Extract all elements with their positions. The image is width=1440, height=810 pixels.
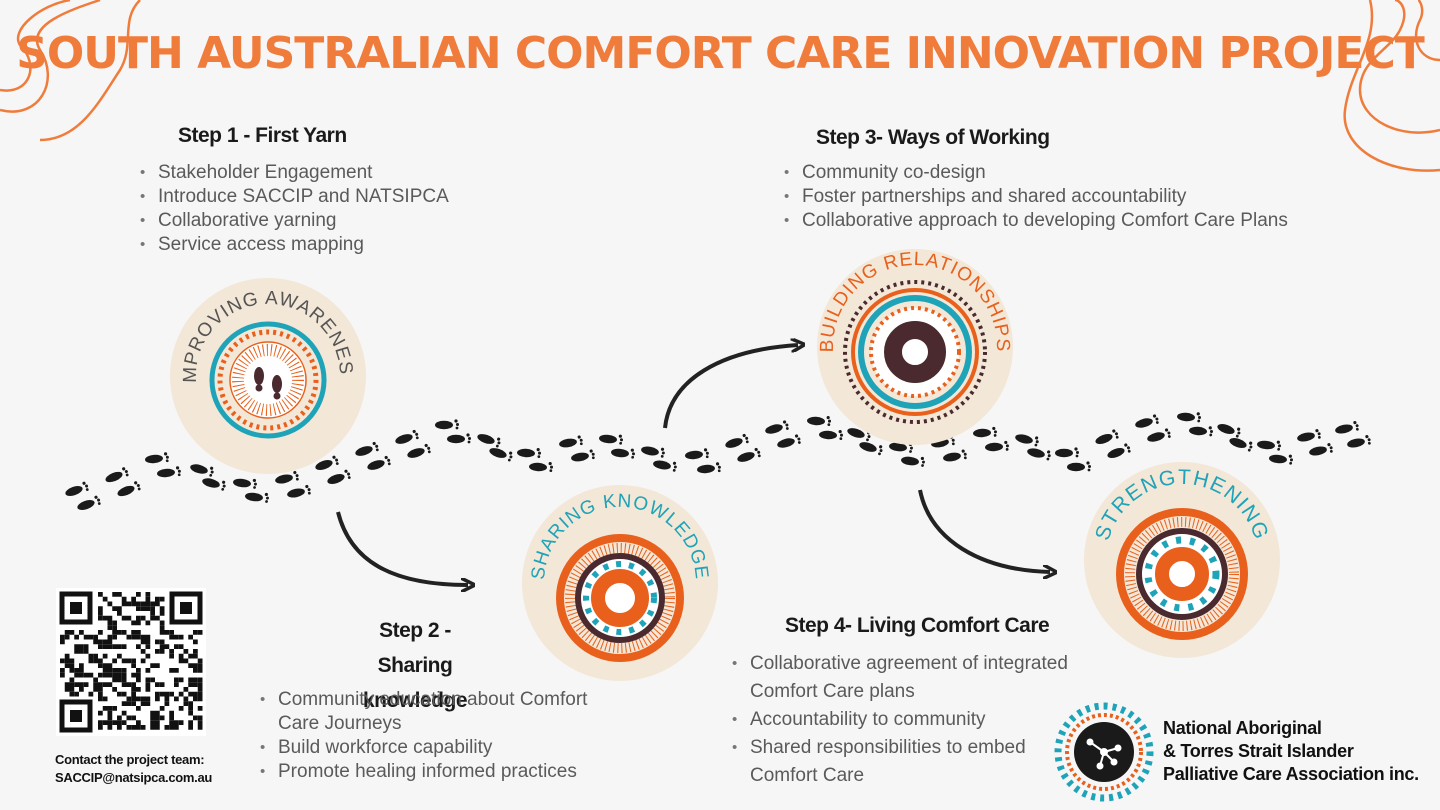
footprints-icon [254,367,282,400]
footprint-icon [63,480,90,499]
footprint-icon [723,433,750,450]
footprint-icon [610,446,636,459]
list-item: Shared responsibilities to embed Comfort… [730,734,1075,790]
footprint-icon [640,443,666,459]
footprint-icon [558,434,584,449]
footprint-icon [447,433,471,444]
footprint-icon [900,454,926,468]
list-item: Foster partnerships and shared accountab… [782,185,1362,209]
footprint-icon [763,419,790,436]
footprint-icon [1188,424,1214,437]
strengthening-badge: STRENGTHENING [1084,462,1280,658]
page-title: SOUTH AUSTRALIAN COMFORT CARE INNOVATION… [16,28,1425,79]
list-item: Collaborative approach to developing Com… [782,209,1362,233]
footprint-icon [1334,420,1360,436]
footprint-icon [1228,434,1255,453]
building-relationships-badge: BUILDING RELATIONSHIPS [817,249,1013,445]
footprint-icon [488,444,515,463]
list-item: Collaborative agreement of integrated Co… [730,650,1075,706]
contact-email[interactable]: SACCIP@natsipca.com.au [55,770,213,785]
footprint-icon [1308,442,1334,458]
footprint-icon [1133,413,1160,430]
footprint-icon [365,455,392,472]
footprint-icon [115,480,142,499]
footprint-icon [405,443,432,460]
corner-swirl-left [0,0,101,113]
footprint-icon [1105,442,1132,461]
step-1-heading: Step 1 - First Yarn [178,124,347,147]
footprint-icon [1055,447,1079,458]
footprint-icon [244,490,270,504]
footprint-icon [528,460,554,473]
footprint-icon [393,429,420,446]
list-item: Community education about Comfort Care J… [258,688,628,736]
footprint-icon [570,448,596,463]
natsipca-logo [1054,702,1154,802]
footprint-icon [232,476,258,490]
footprint-icon [435,419,459,430]
contact-block: Contact the project team: SACCIP@natsipc… [55,751,212,787]
footprint-icon [1145,427,1172,444]
footprint-icon [1176,410,1202,423]
step-3-heading: Step 3- Ways of Working [816,126,1050,149]
footprint-icon [1093,428,1120,447]
list-item: Stakeholder Engagement [138,161,518,185]
sharing-knowledge-badge: SHARING KNOWLEDGE [522,485,718,681]
step-3-list: Community co-design Foster partnerships … [782,161,1362,233]
footprint-icon [598,432,624,445]
step-2-heading-line1: Step 2 - Sharing [377,619,453,677]
org-name-line3: Palliative Care Association inc. [1163,764,1419,784]
footprint-icon [144,452,170,465]
org-name-line1: National Aboriginal [1163,718,1322,738]
list-item: Introduce SACCIP and NATSIPCA [138,185,518,209]
footprint-icon [476,430,503,449]
footprint-icon [201,475,227,492]
org-name: National Aboriginal & Torres Strait Isla… [1163,717,1419,786]
list-item: Community co-design [782,161,1362,185]
footprint-icon [286,484,312,500]
arrow-icon [336,511,468,585]
step-2-list: Community education about Comfort Care J… [258,688,628,784]
step-4-list: Collaborative agreement of integrated Co… [730,650,1075,790]
list-item: Accountability to community [730,706,1075,734]
footprint-icon [1026,445,1052,461]
corner-swirl-right [1358,0,1440,134]
footprint-icon [735,447,762,464]
list-item: Promote healing informed practices [258,760,628,784]
org-name-line2: & Torres Strait Islander [1163,741,1354,761]
footprint-icon [75,494,102,513]
step-4-heading: Step 4- Living Comfort Care [785,614,1050,637]
footprint-icon [1216,420,1243,439]
footprint-icon [516,446,542,459]
list-item: Build workforce capability [258,736,628,760]
footprint-icon [942,449,968,463]
step-1-list: Stakeholder Engagement Introduce SACCIP … [138,161,518,257]
footprint-icon [652,457,678,473]
footprint-icon [684,448,710,461]
list-item: Service access mapping [138,233,518,257]
qr-code [56,588,206,736]
footprint-icon [696,462,722,475]
contact-label: Contact the project team: [55,752,205,767]
footprint-icon [1346,434,1372,450]
footprint-icon [775,433,802,450]
footprint-icon [1256,438,1282,451]
list-item: Collaborative yarning [138,209,518,233]
footprint-icon [1014,431,1040,447]
footprint-icon [103,466,130,485]
footprint-icon [1296,428,1322,444]
